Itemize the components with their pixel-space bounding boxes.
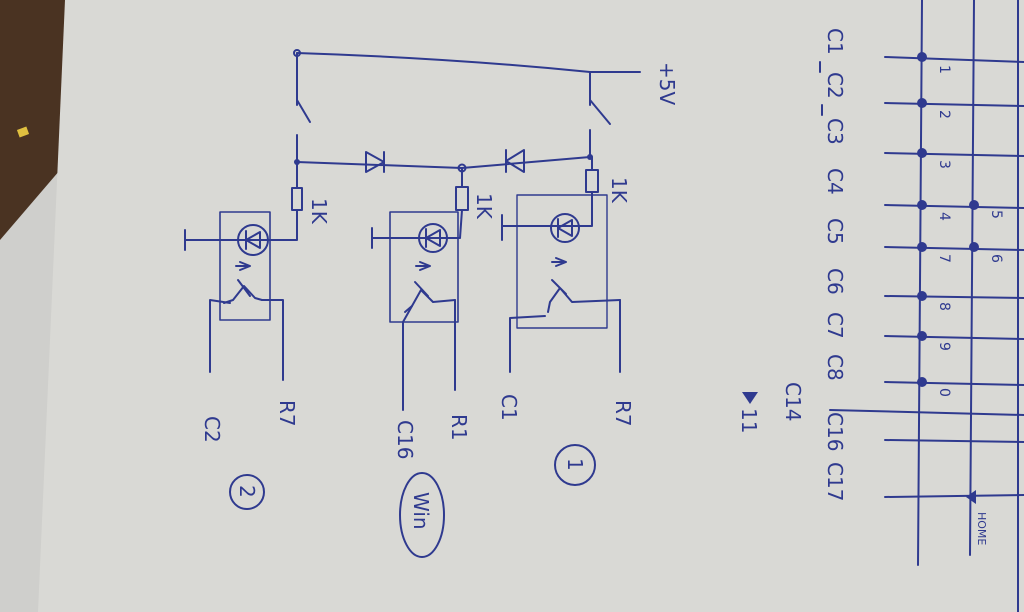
optocoupler-1 [501,194,621,373]
resistor-3 [579,156,599,227]
resistor-label: 1K [607,177,631,204]
grid-points [917,52,979,504]
optocoupler-2 [184,211,284,381]
grid-label: C7 [823,312,847,339]
grid-lines [829,0,1024,612]
optocoupler-win [371,211,459,411]
output-label: R1 [447,414,471,441]
grid-label: 1 [936,65,952,74]
resistor-label: 1K [472,193,496,220]
grid-label: C8 [823,354,847,381]
grid-label: 6 [988,254,1004,263]
diode-left [365,151,385,173]
dash-marks [819,61,823,116]
output-label: C1 [497,394,521,421]
grid-label: C4 [823,168,847,195]
grid-label: 8 [936,302,952,311]
grid-label: C6 [823,268,847,295]
output-label: R7 [275,400,299,427]
grid-label: C16 [823,412,847,451]
resistor-1 [282,161,303,241]
marker-label: 11 [737,408,761,433]
grid-label: 3 [936,160,952,169]
grid-point-numbers: 1 2 3 4 7 8 9 0 5 6 [936,65,1004,397]
output-label: C16 [393,420,417,459]
triangle-marker-icon [742,392,758,404]
grid-label: C5 [823,218,847,245]
supply-label: +5V [655,62,679,105]
grid-label: C3 [823,118,847,145]
grid-label: 0 [936,388,952,397]
grid-label: 4 [936,212,952,221]
supply-wiring [293,49,641,173]
output-label: C2 [200,416,224,443]
circuit-id-circle [399,472,445,558]
paper-sheet [38,0,1024,612]
grid-label: 9 [936,342,952,351]
output-label: R7 [611,400,635,427]
grid-label: C1 [823,28,847,55]
diode-right [505,149,525,173]
extra-column-label: C14 [781,382,805,421]
circuit-id-label: 2 [235,485,259,498]
resistor-label: 1K [307,198,331,225]
grid-label: C17 [823,462,847,501]
grid-label: 7 [936,254,952,263]
circuit-id-circle [554,444,596,486]
resistor-2 [451,167,469,239]
circuit-id-label: Win [409,492,433,530]
home-label: HOME [975,512,988,545]
circuit-id-label: 1 [563,458,587,471]
circuit-id-circle [229,474,265,510]
grid-label: C2 [823,72,847,99]
grid-label: 2 [936,110,952,119]
crumb [16,126,30,138]
grid-label: 5 [988,210,1004,219]
column-labels: C1 C2 C3 C4 C5 C6 C7 C8 C16 C17 [823,28,847,501]
